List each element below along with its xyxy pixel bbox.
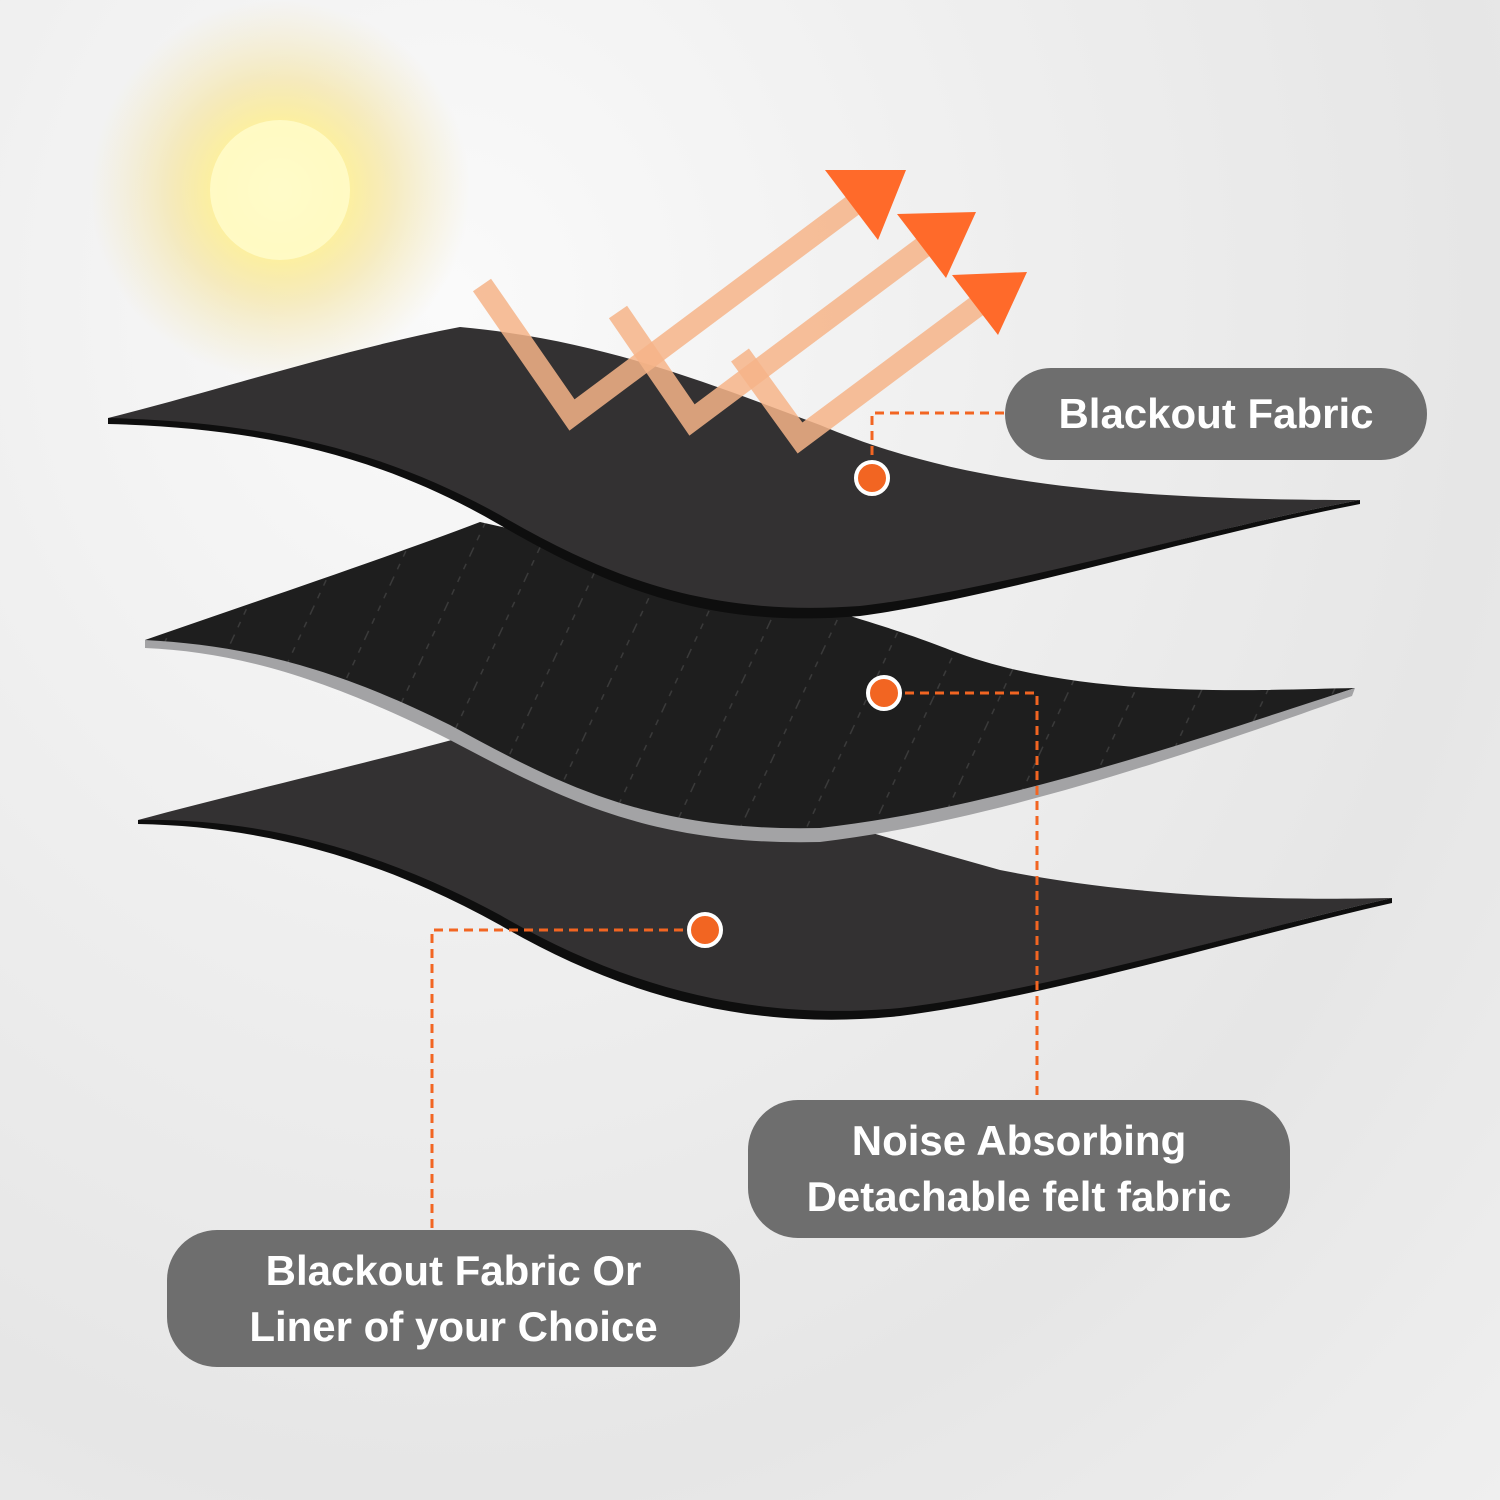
middle-layer-label: Noise Absorbing Detachable felt fabric xyxy=(748,1100,1290,1238)
top-layer-marker xyxy=(854,460,890,496)
bottom-layer-label: Blackout Fabric Or Liner of your Choice xyxy=(167,1230,740,1367)
bottom-layer-label-line2: Liner of your Choice xyxy=(249,1302,658,1350)
bottom-fabric-layer xyxy=(138,735,1392,1020)
top-layer-label: Blackout Fabric xyxy=(1005,368,1427,460)
callout-lines xyxy=(430,411,1039,1228)
middle-layer-marker xyxy=(866,675,902,711)
middle-layer-label-line2: Detachable felt fabric xyxy=(806,1173,1232,1220)
middle-felt-layer xyxy=(145,522,1355,843)
bottom-layer-label-line1: Blackout Fabric Or xyxy=(265,1246,642,1294)
top-fabric-layer xyxy=(108,327,1360,619)
sun-icon xyxy=(90,0,470,380)
middle-layer-label-line1: Noise Absorbing xyxy=(851,1117,1187,1164)
bottom-layer-marker xyxy=(687,912,723,948)
reflected-light-arrow-icon xyxy=(472,170,1027,454)
top-layer-label-text: Blackout Fabric xyxy=(1058,390,1374,437)
